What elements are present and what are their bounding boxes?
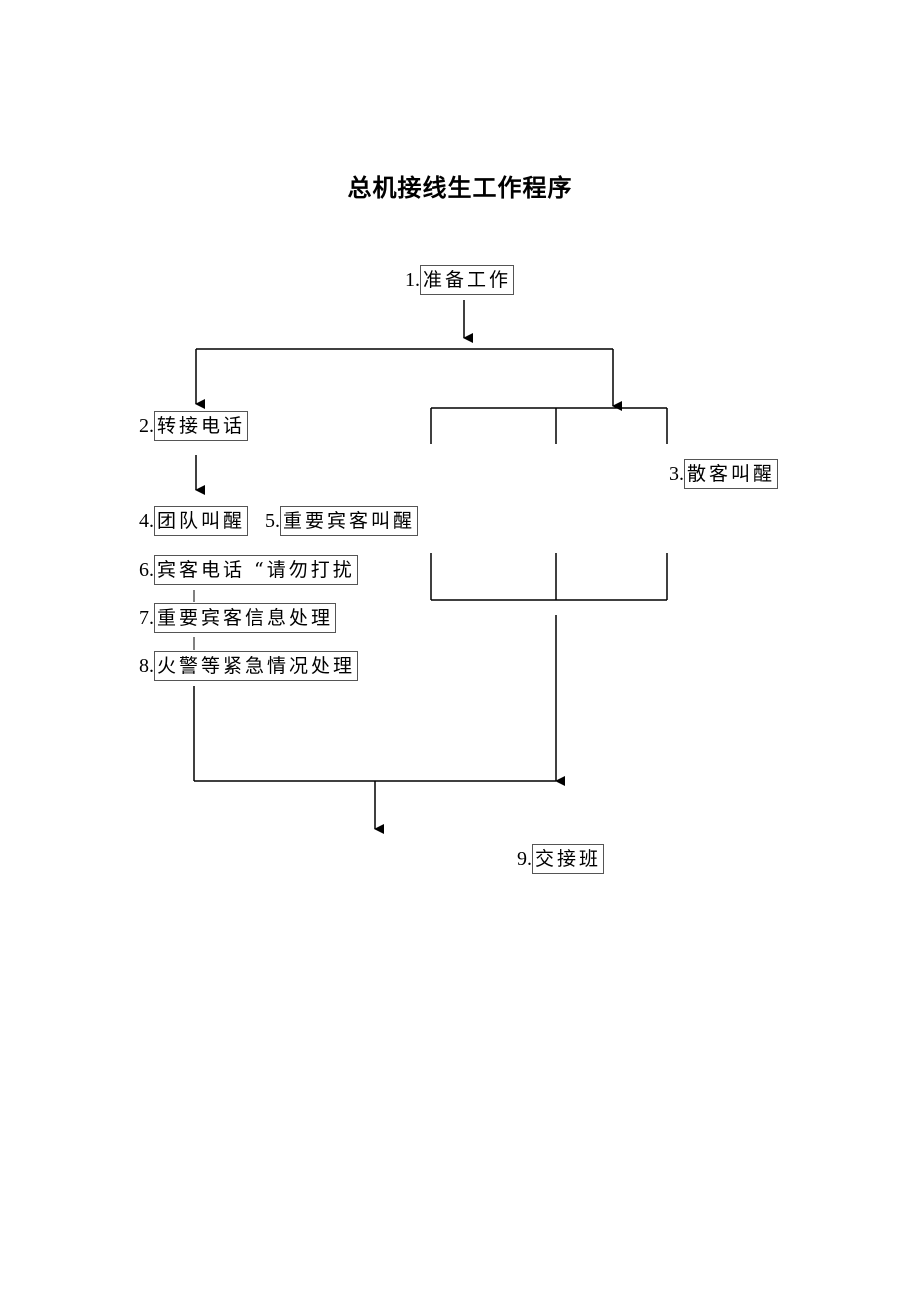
- step-number: 2.: [139, 414, 154, 437]
- step-number: 3.: [669, 462, 684, 485]
- step-5: 5.重要宾客叫醒: [265, 506, 419, 536]
- page-title: 总机接线生工作程序: [347, 174, 573, 202]
- step-box: 重要宾客叫醒: [280, 506, 419, 536]
- step-box: 宾客电话 “请勿打扰: [154, 555, 358, 585]
- step-box: 火警等紧急情况处理: [154, 651, 359, 681]
- step-6: 6.宾客电话 “请勿打扰: [139, 555, 358, 585]
- step-box: 团队叫醒: [154, 506, 249, 536]
- step-box: 转接电话: [154, 411, 249, 441]
- step-number: 9.: [517, 847, 532, 870]
- step-box: 重要宾客信息处理: [154, 603, 337, 633]
- step-box: 交接班: [532, 844, 605, 874]
- step-9: 9.交接班: [517, 844, 605, 874]
- step-number: 8.: [139, 654, 154, 677]
- step-8: 8.火警等紧急情况处理: [139, 651, 359, 681]
- step-3: 3.散客叫醒: [669, 459, 779, 489]
- step-number: 6.: [139, 558, 154, 581]
- step-number: 4.: [139, 509, 154, 532]
- step-number: 1.: [405, 268, 420, 291]
- step-number: 5.: [265, 509, 280, 532]
- step-1: 1.准备工作: [405, 265, 515, 295]
- step-7: 7.重要宾客信息处理: [139, 603, 337, 633]
- step-4: 4.团队叫醒: [139, 506, 249, 536]
- step-box: 准备工作: [420, 265, 515, 295]
- step-2: 2.转接电话: [139, 411, 249, 441]
- step-box: 散客叫醒: [684, 459, 779, 489]
- step-number: 7.: [139, 606, 154, 629]
